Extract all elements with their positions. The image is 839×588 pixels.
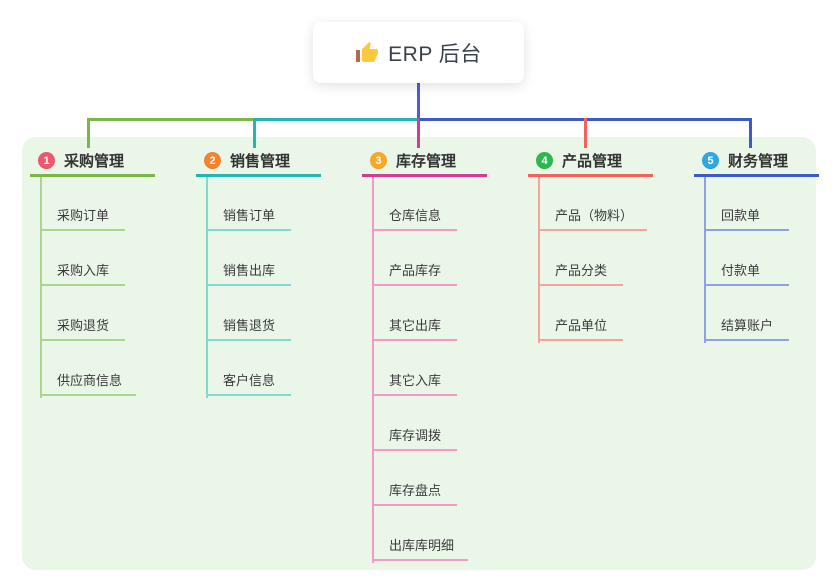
child-node[interactable]: 采购入库 bbox=[40, 259, 125, 286]
child-node[interactable]: 产品分类 bbox=[538, 259, 623, 286]
child-node[interactable]: 其它出库 bbox=[372, 314, 457, 341]
child-node[interactable]: 产品（物料） bbox=[538, 204, 648, 231]
branch-spine-product bbox=[538, 177, 540, 343]
child-node[interactable]: 销售退货 bbox=[206, 314, 291, 341]
child-node-label: 销售出库 bbox=[223, 263, 276, 278]
connector-segment-purchase bbox=[87, 118, 254, 121]
child-node[interactable]: 结算账户 bbox=[704, 314, 789, 341]
child-node[interactable]: 客户信息 bbox=[206, 369, 291, 396]
branch-node-label: 销售管理 bbox=[230, 153, 291, 170]
branch-node-purchase[interactable]: 1 采购管理 bbox=[30, 147, 155, 177]
child-node[interactable]: 供应商信息 bbox=[40, 369, 137, 396]
root-node[interactable]: ERP 后台 bbox=[313, 22, 524, 83]
child-node-label: 出库库明细 bbox=[389, 538, 455, 553]
child-node[interactable]: 产品单位 bbox=[538, 314, 623, 341]
branch-node-label: 财务管理 bbox=[728, 153, 789, 170]
child-node[interactable]: 销售出库 bbox=[206, 259, 291, 286]
thumbs-up-icon bbox=[356, 41, 379, 62]
branch-number-badge: 1 bbox=[38, 152, 55, 169]
branch-node-finance[interactable]: 5 财务管理 bbox=[694, 147, 819, 177]
child-node-label: 其它出库 bbox=[389, 318, 442, 333]
branch-spine-inventory bbox=[372, 177, 374, 563]
child-node[interactable]: 其它入库 bbox=[372, 369, 457, 396]
child-node-label: 产品分类 bbox=[555, 263, 608, 278]
child-node-label: 回款单 bbox=[721, 208, 761, 223]
branch-spine-finance bbox=[704, 177, 706, 343]
branch-node-inventory[interactable]: 3 库存管理 bbox=[362, 147, 487, 177]
connector-drop-product bbox=[584, 118, 587, 148]
child-node-label: 库存盘点 bbox=[389, 483, 442, 498]
branch-number-badge: 2 bbox=[204, 152, 221, 169]
branch-number-badge: 3 bbox=[370, 152, 387, 169]
child-node-label: 采购订单 bbox=[57, 208, 110, 223]
connector-segment-sales bbox=[254, 118, 417, 121]
child-node-label: 采购退货 bbox=[57, 318, 110, 333]
connector-drop-purchase bbox=[87, 118, 90, 148]
child-node-label: 付款单 bbox=[721, 263, 761, 278]
branch-spine-purchase bbox=[40, 177, 42, 398]
child-node[interactable]: 采购退货 bbox=[40, 314, 125, 341]
child-node-label: 结算账户 bbox=[721, 318, 774, 333]
branch-node-product[interactable]: 4 产品管理 bbox=[528, 147, 653, 177]
branch-node-label: 采购管理 bbox=[64, 153, 125, 170]
child-node[interactable]: 付款单 bbox=[704, 259, 789, 286]
child-node-label: 其它入库 bbox=[389, 373, 442, 388]
child-node-label: 仓库信息 bbox=[389, 208, 442, 223]
connector-drop-inventory bbox=[417, 118, 420, 148]
child-node-label: 供应商信息 bbox=[57, 373, 123, 388]
branch-number-badge: 5 bbox=[702, 152, 719, 169]
connector-drop-sales bbox=[253, 118, 256, 148]
root-connector-line bbox=[417, 82, 420, 120]
branch-number-badge: 4 bbox=[536, 152, 553, 169]
branch-node-sales[interactable]: 2 销售管理 bbox=[196, 147, 321, 177]
child-node-label: 销售退货 bbox=[223, 318, 276, 333]
child-node-label: 库存调拨 bbox=[389, 428, 442, 443]
child-node[interactable]: 库存盘点 bbox=[372, 479, 457, 506]
child-node[interactable]: 产品库存 bbox=[372, 259, 457, 286]
child-node-label: 客户信息 bbox=[223, 373, 276, 388]
root-node-label: ERP 后台 bbox=[388, 42, 482, 66]
branch-node-label: 产品管理 bbox=[562, 153, 623, 170]
child-node[interactable]: 采购订单 bbox=[40, 204, 125, 231]
child-node-label: 产品（物料） bbox=[555, 208, 634, 223]
child-node[interactable]: 出库库明细 bbox=[372, 534, 469, 561]
child-node-label: 采购入库 bbox=[57, 263, 110, 278]
child-node[interactable]: 回款单 bbox=[704, 204, 789, 231]
branch-spine-sales bbox=[206, 177, 208, 398]
branch-node-label: 库存管理 bbox=[396, 153, 457, 170]
connector-drop-finance bbox=[749, 118, 752, 148]
branches-panel bbox=[22, 137, 816, 570]
child-node-label: 产品库存 bbox=[389, 263, 442, 278]
child-node[interactable]: 销售订单 bbox=[206, 204, 291, 231]
child-node[interactable]: 库存调拨 bbox=[372, 424, 457, 451]
child-node[interactable]: 仓库信息 bbox=[372, 204, 457, 231]
child-node-label: 产品单位 bbox=[555, 318, 608, 333]
child-node-label: 销售订单 bbox=[223, 208, 276, 223]
